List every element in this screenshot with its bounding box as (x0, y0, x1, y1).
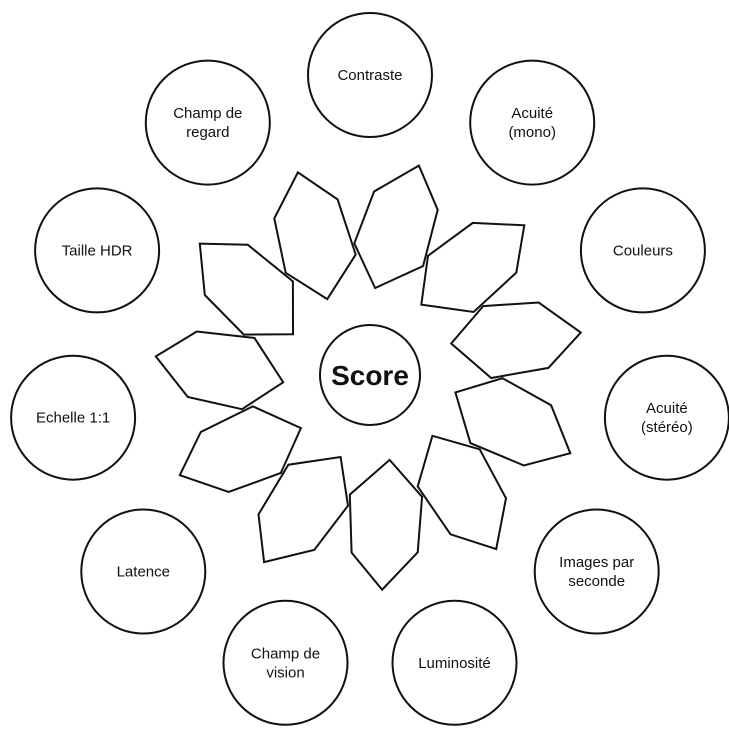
node-circle (579, 187, 706, 314)
petal-shape (257, 455, 350, 564)
node-label: Couleurs (613, 242, 673, 259)
node-label: Champ de (173, 105, 242, 122)
node-circle (222, 599, 349, 726)
node-acuite-stereo: Acuité (stéréo) (603, 354, 729, 481)
petal-shape (449, 301, 583, 380)
petal-ring (154, 164, 583, 592)
petal-shape (416, 434, 508, 551)
node-contraste: Contraste (307, 12, 433, 138)
node-label: seconde (568, 573, 625, 590)
center-circle (319, 324, 421, 426)
petal-shape (348, 458, 424, 592)
node-label: vision (266, 664, 304, 681)
node-label: Taille HDR (62, 242, 133, 259)
node-echelle: Echelle 1:1 (10, 354, 137, 481)
node-label: Acuité (646, 400, 688, 417)
petal-shape (353, 164, 439, 290)
node-label: Champ de (251, 645, 320, 662)
node-taille-hdr: Taille HDR (34, 187, 161, 314)
node-label: (stéréo) (641, 419, 693, 436)
node-latence: Latence (80, 508, 207, 635)
node-circle (469, 59, 596, 186)
node-circle (391, 599, 518, 726)
node-label: regard (186, 124, 229, 141)
node-label: Latence (117, 564, 170, 581)
node-images-par-seconde: Images par seconde (533, 508, 660, 635)
node-label: Echelle 1:1 (36, 410, 110, 427)
node-label: Contraste (337, 67, 402, 84)
node-circle (307, 12, 433, 138)
petal-shape (178, 405, 303, 494)
factor-nodes: ContrasteAcuité(mono)CouleursAcuité(stér… (10, 12, 729, 726)
petal-shape (273, 170, 357, 301)
node-champ-de-vision: Champ de vision (222, 599, 349, 726)
node-champ-de-regard: Champ de regard (144, 59, 271, 186)
node-luminosite: Luminosité (391, 599, 518, 726)
node-circle (603, 354, 729, 481)
node-label: Acuité (511, 105, 553, 122)
node-couleurs: Couleurs (579, 187, 706, 314)
petal-shape (154, 330, 285, 411)
node-circle (144, 59, 271, 186)
node-circle (34, 187, 161, 314)
center-node: Score (319, 324, 421, 426)
node-circle (533, 508, 660, 635)
node-circle (10, 354, 137, 481)
center-label: Score (331, 360, 409, 391)
node-acuite-mono: Acuité (mono) (469, 59, 596, 186)
node-label: (mono) (508, 124, 556, 141)
petal-shape (454, 377, 572, 467)
node-label: Images par (559, 554, 634, 571)
petal-shape (198, 242, 295, 336)
node-label: Luminosité (418, 655, 491, 672)
petal-shape (420, 221, 526, 314)
node-circle (80, 508, 207, 635)
